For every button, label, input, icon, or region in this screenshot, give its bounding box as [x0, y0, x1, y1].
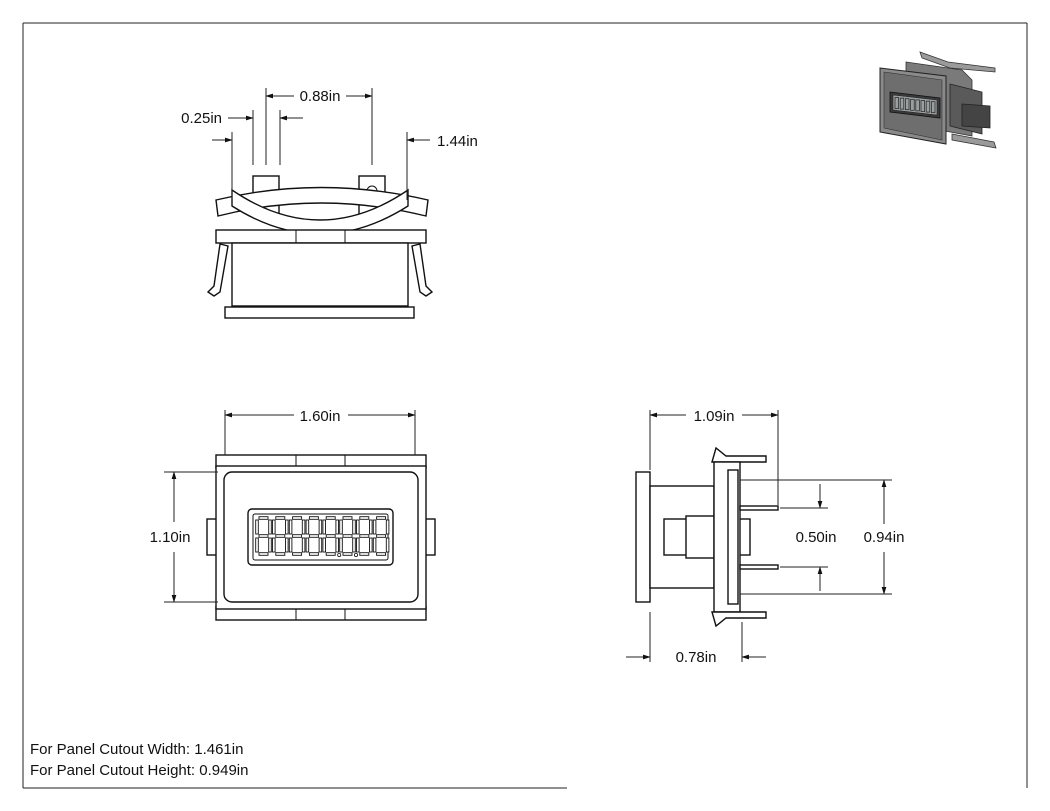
seven-segment-display — [255, 516, 390, 558]
iso-display-digit — [925, 100, 931, 113]
panel-cutout-notes: For Panel Cutout Width: 1.461in For Pane… — [30, 739, 248, 781]
display-digit — [322, 516, 339, 556]
dim-side-pin-spacing: 0.50in — [796, 529, 837, 546]
display-digit — [305, 516, 323, 556]
cutout-width-note: For Panel Cutout Width: 1.461in — [30, 741, 244, 758]
decimal-point — [353, 553, 358, 558]
iso-display-digit — [894, 97, 899, 109]
iso-display-digit — [905, 98, 910, 111]
dim-side-depth: 1.09in — [694, 408, 735, 425]
top-view — [206, 175, 434, 319]
iso-display-digit — [931, 101, 936, 114]
isometric-preview — [879, 51, 997, 149]
iso-display-digit — [915, 99, 920, 112]
dim-side-body-height: 0.94in — [864, 529, 905, 546]
display-digit — [255, 516, 272, 556]
dim-top-clip-span: 1.44in — [437, 133, 478, 150]
sheet-border — [22, 22, 1028, 789]
side-view-dimensions: 1.09in 0.50in 0.94in 0.78in — [626, 408, 904, 666]
dim-front-height: 1.10in — [150, 529, 191, 546]
front-view-dimensions: 1.60in 1.10in — [150, 408, 416, 603]
display-digit — [288, 516, 306, 556]
dim-top-pin-spacing: 0.88in — [300, 88, 341, 105]
iso-display-digit — [899, 97, 905, 110]
top-view-dimensions: 0.88in 0.25in 1.44in — [181, 88, 478, 200]
display-digit — [356, 516, 373, 556]
display-digit — [339, 516, 356, 556]
display-digit — [372, 516, 390, 556]
display-digit — [272, 516, 289, 556]
iso-display-digit — [910, 98, 915, 111]
dim-front-width: 1.60in — [300, 408, 341, 425]
front-view — [206, 454, 436, 621]
side-view — [635, 446, 779, 628]
decimal-point — [337, 553, 342, 558]
dim-top-pin-offset: 0.25in — [181, 110, 222, 127]
dim-side-body-depth: 0.78in — [676, 649, 717, 666]
iso-display-digit — [920, 100, 925, 112]
cutout-height-note: For Panel Cutout Height: 0.949in — [30, 762, 249, 779]
